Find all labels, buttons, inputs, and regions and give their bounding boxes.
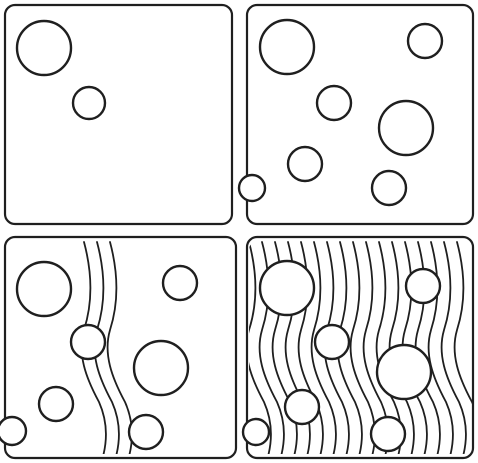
panel-step-2 xyxy=(239,5,473,224)
circle-shape xyxy=(371,417,405,451)
panel-step-3 xyxy=(0,237,236,460)
circle-shape xyxy=(317,86,351,120)
circle-shape xyxy=(0,417,26,445)
circle-shape xyxy=(372,171,406,205)
circle-shape xyxy=(134,341,188,395)
circle-shape xyxy=(163,266,197,300)
panel-step-4 xyxy=(243,237,478,460)
circle-shape xyxy=(285,390,319,424)
circle-shape xyxy=(39,387,73,421)
circle-shape xyxy=(260,20,314,74)
circle-shape xyxy=(315,325,349,359)
circle-shape xyxy=(260,261,314,315)
circle-shape xyxy=(71,325,105,359)
circle-shape xyxy=(17,262,71,316)
circle-shape xyxy=(408,24,442,58)
circle-shape xyxy=(129,415,163,449)
panel-step-1 xyxy=(5,5,232,224)
circle-shape xyxy=(377,345,431,399)
circle-shape xyxy=(239,175,265,201)
circle-shape xyxy=(379,101,433,155)
circle-shape xyxy=(73,87,105,119)
circle-shape xyxy=(288,147,322,181)
circle-shape xyxy=(406,269,440,303)
circle-shape xyxy=(17,21,71,75)
circle-shape xyxy=(243,419,269,445)
